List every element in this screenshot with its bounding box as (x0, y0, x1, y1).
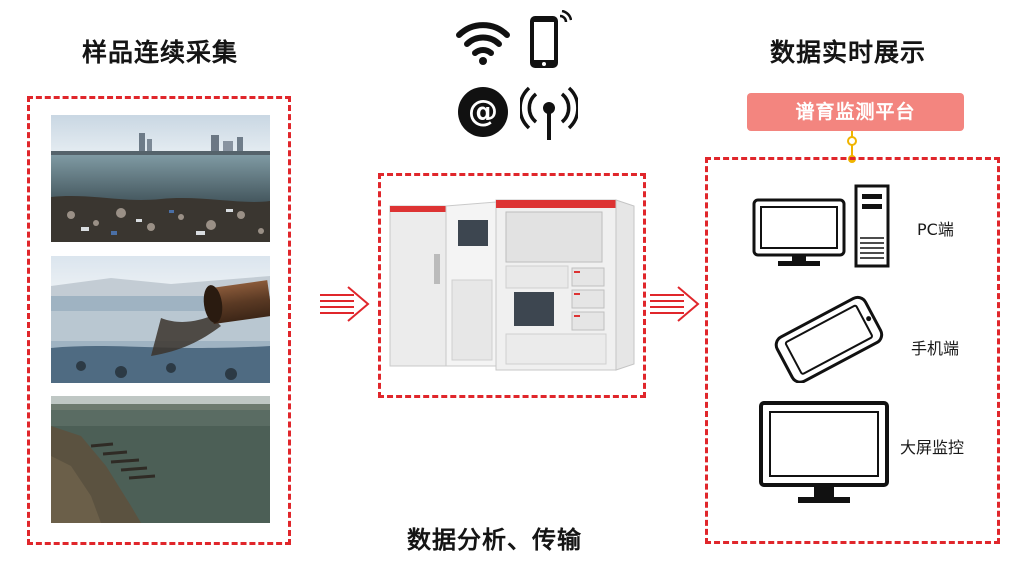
antenna-signal-icon (518, 84, 580, 146)
email-at-icon: @ (457, 86, 509, 142)
pc-label: PC端 (917, 220, 954, 239)
arrow-to-analysis (318, 283, 372, 327)
mobile-phone-icon (526, 9, 573, 74)
bigscreen-label: 大屏监控 (900, 438, 965, 457)
polluted-shore-photo (51, 115, 270, 242)
analysis-caption: 数据分析、传输 (407, 526, 582, 554)
riverbank-photo (51, 396, 270, 523)
large-monitor-icon (758, 400, 890, 514)
platform-badge: 谱育监测平台 (747, 93, 964, 131)
pc-computer-icon (752, 180, 892, 274)
sampling-title: 样品连续采集 (82, 38, 239, 67)
discharge-pipe-photo (51, 256, 270, 383)
display-frame (705, 157, 1000, 544)
tablet-icon (764, 293, 892, 387)
mobile-label: 手机端 (911, 339, 960, 358)
display-title: 数据实时展示 (770, 38, 927, 67)
svg-text:@: @ (468, 94, 498, 129)
sampling-frame (27, 96, 291, 545)
analysis-frame (378, 173, 646, 398)
arrow-to-display (648, 283, 702, 327)
wifi-icon (456, 17, 510, 71)
monitoring-cabinet-image (388, 194, 638, 380)
